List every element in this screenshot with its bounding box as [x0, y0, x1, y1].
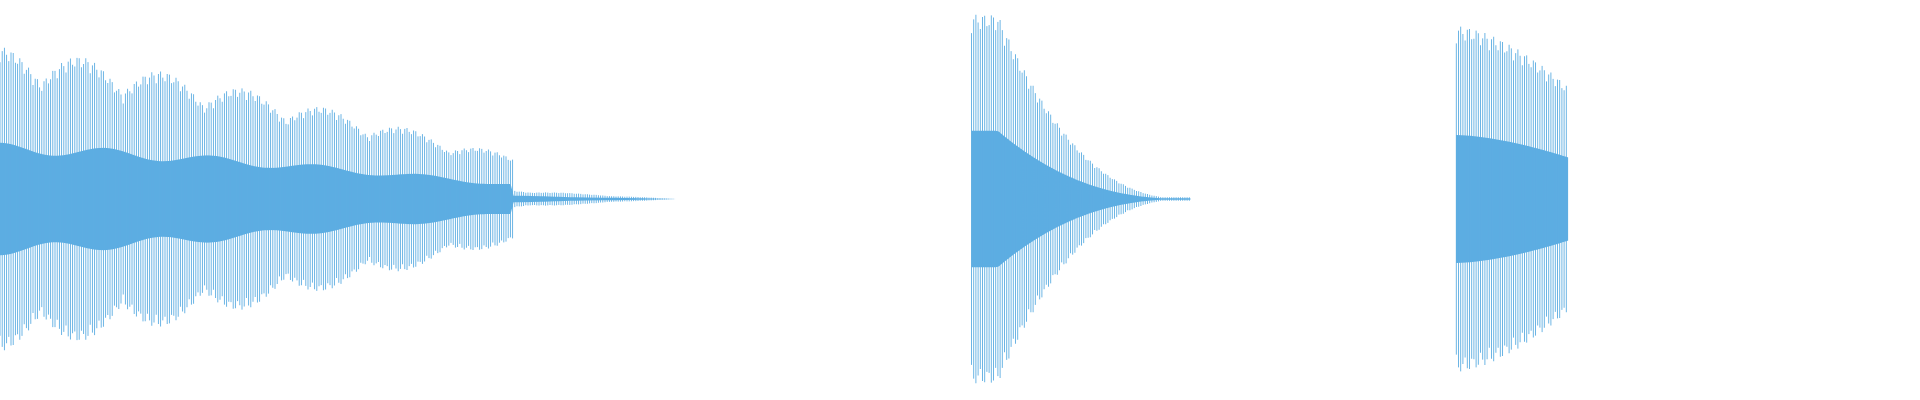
waveform-clip-2[interactable]: [971, 14, 1191, 384]
waveform-samples: [0, 47, 674, 351]
waveform-clip-3[interactable]: [1455, 26, 1569, 372]
waveform-clips: [0, 14, 1569, 384]
waveform-clip-1[interactable]: [0, 47, 676, 351]
waveform-samples: [971, 14, 1190, 384]
waveform-samples: [1455, 26, 1567, 372]
